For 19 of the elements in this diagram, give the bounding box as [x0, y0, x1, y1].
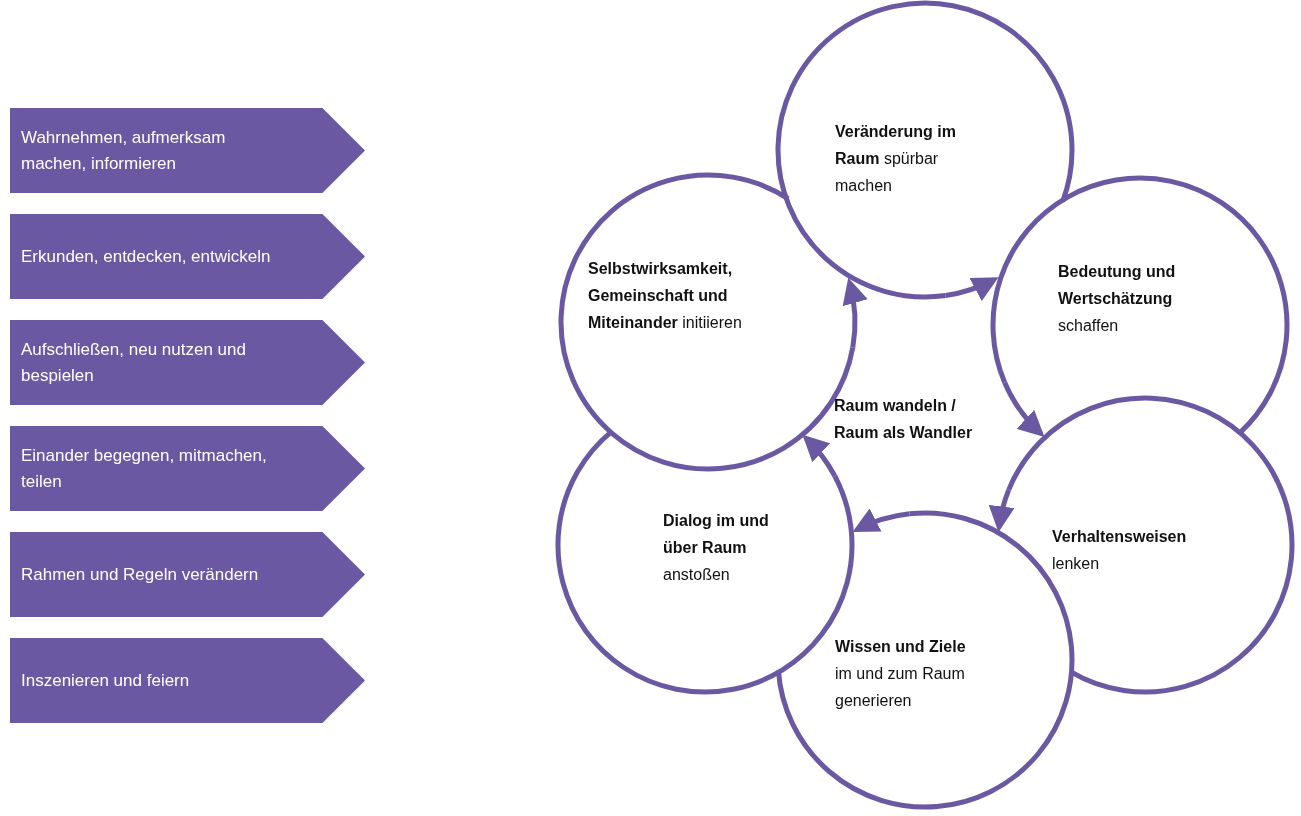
center-label: Raum wandeln / Raum als Wandler	[834, 392, 994, 446]
circle-label: Bedeutung und Wertschätzung schaffen	[1058, 262, 1177, 336]
chevron-box: Inszenieren und feiern	[10, 638, 365, 723]
curved-arrow	[989, 489, 1016, 533]
circle-label: Wissen und Ziele im und zum Raum generieren	[835, 637, 967, 711]
chevron-box: Rahmen und Regeln verändern	[10, 532, 365, 617]
chevron-box: Einander begegnen, mitmachen, teilen	[10, 426, 365, 511]
curved-arrow	[841, 277, 867, 348]
chevron-box: Erkunden, entdecken, entwickeln	[10, 214, 365, 299]
curved-arrow	[852, 509, 910, 533]
circle-label: Verhaltensweisen lenken	[1052, 527, 1188, 574]
curved-arrow	[802, 434, 837, 478]
curved-arrow	[1002, 381, 1045, 438]
curved-arrow	[945, 277, 999, 301]
circle-label: Veränderung im Raum spürbar machen	[835, 122, 957, 196]
circle-label: Selbstwirksamkeit, Gemeinschaft und Miteinander initiieren	[588, 259, 743, 333]
circle-label: Dialog im und über Raum anstoßen	[663, 511, 770, 585]
chevron-box: Wahrnehmen, aufmerksam machen, informieren	[10, 108, 365, 193]
chevron-box: Aufschließen, neu nutzen und bespielen	[10, 320, 365, 405]
